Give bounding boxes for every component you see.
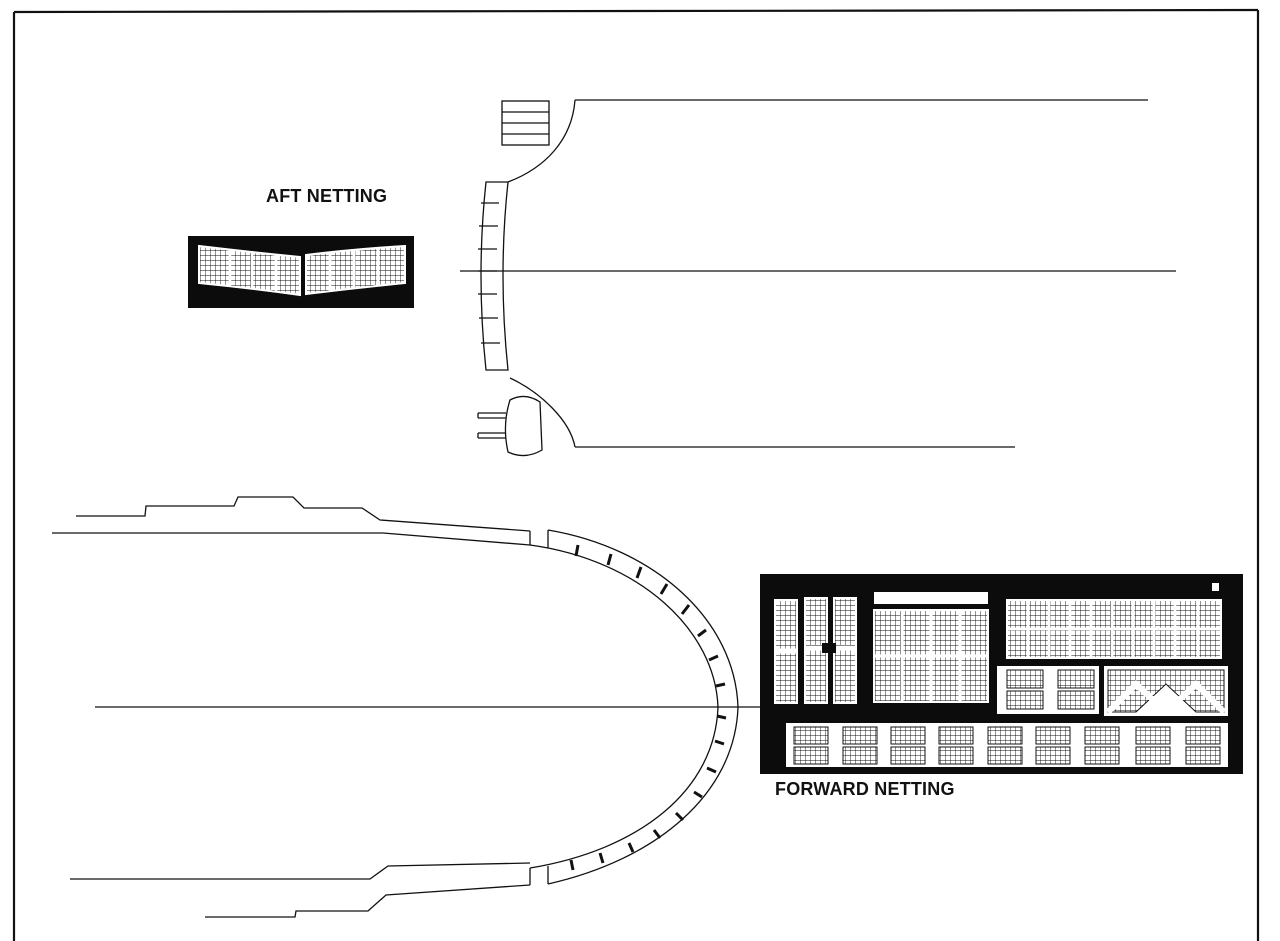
forward-deck-outline [52,496,762,918]
davit-fitting-icon [477,395,543,457]
ladder-icon [501,100,550,146]
bow-railing-stanchions [569,544,727,871]
forward-netting-label: FORWARD NETTING [775,779,955,799]
page-border [12,8,1260,941]
aft-deck-outline [460,99,1176,448]
forward-netting-fret [760,574,1243,774]
aft-netting-label: AFT NETTING [266,186,388,206]
aft-netting-fret [188,236,414,308]
